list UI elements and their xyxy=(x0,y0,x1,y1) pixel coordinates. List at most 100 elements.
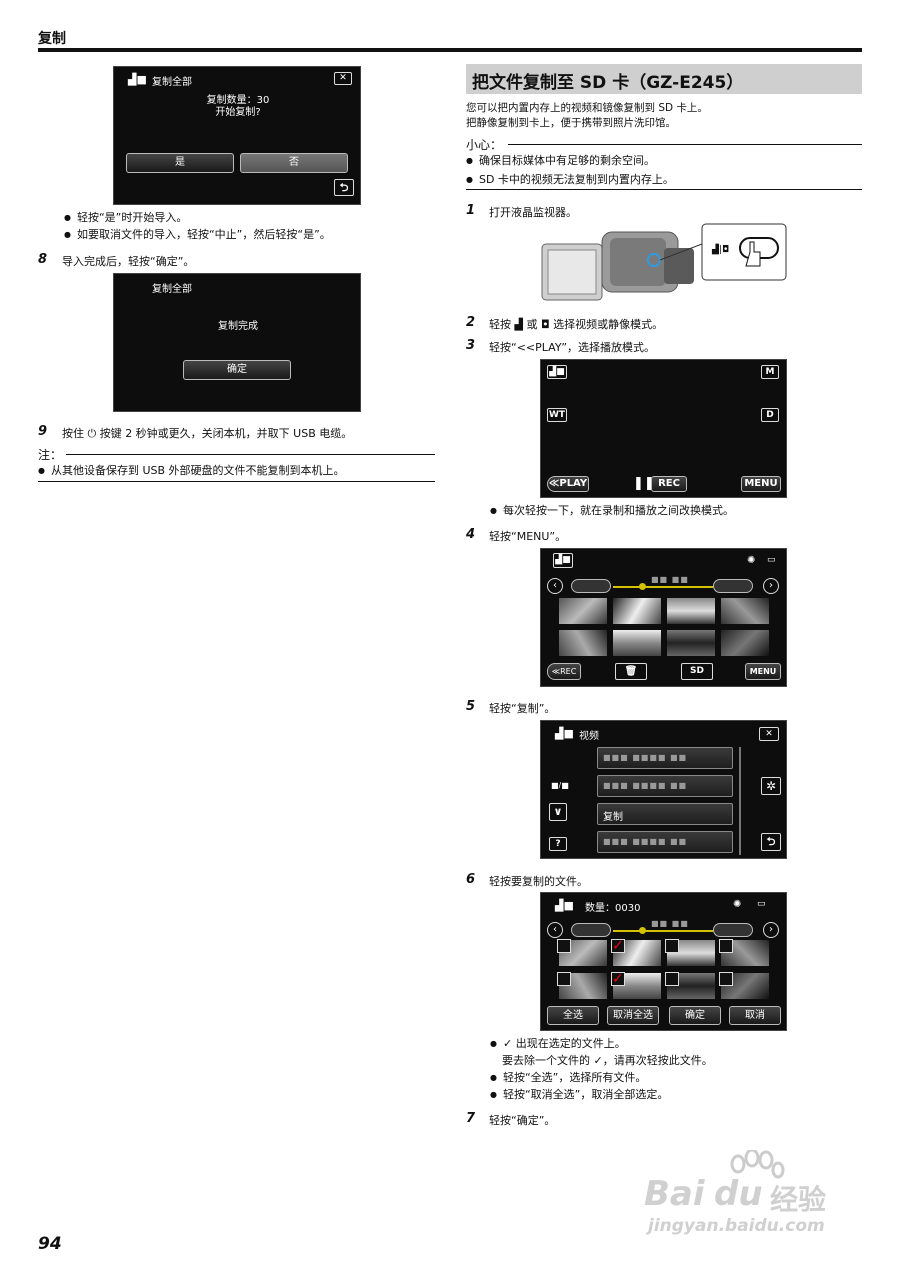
step-number: 5 xyxy=(466,699,476,714)
prev-icon[interactable]: ‹ xyxy=(547,922,563,938)
ok-button[interactable]: 确定 xyxy=(183,360,291,380)
sd-label: SD xyxy=(690,666,704,676)
step-number: 9 xyxy=(38,424,48,439)
menu-button[interactable]: MENU xyxy=(741,476,781,492)
record-mode-screen: ▟■ M WT D ≪PLAY ❚❚ REC MENU xyxy=(540,359,787,498)
sd-icon[interactable]: SD xyxy=(681,663,713,680)
caution-item: SD 卡中的视频无法复制到内置内存上。 xyxy=(466,172,674,189)
date-pill[interactable] xyxy=(713,923,753,937)
step-text: 导入完成后，轻按“确定”。 xyxy=(62,255,195,268)
next-icon[interactable]: › xyxy=(763,578,779,594)
screen-title: 复制全部 xyxy=(152,284,192,295)
close-icon[interactable]: ✕ xyxy=(759,727,779,741)
menu-button[interactable]: MENU xyxy=(745,663,781,680)
checkbox[interactable] xyxy=(557,972,571,986)
step-text: 轻按“MENU”。 xyxy=(489,530,567,543)
step-number: 8 xyxy=(38,252,48,267)
thumbnail[interactable] xyxy=(613,630,661,656)
copy-menu-item[interactable]: 复制 xyxy=(597,803,733,825)
date-label: ■■ ■■ xyxy=(651,919,689,928)
step-number: 1 xyxy=(466,203,476,218)
video-mode-icon[interactable]: ▟■ xyxy=(547,365,567,379)
checkbox-checked[interactable]: ✓ xyxy=(611,938,625,954)
video-menu-screen: ▟■ 视频 ✕ ■■■ ■■■■ ■■ ■/■ ■■■ ■■■■ ■■ ✲ ∨ … xyxy=(540,720,787,859)
selection-count: 数量：0030 xyxy=(585,903,641,914)
m-icon[interactable]: M xyxy=(761,365,779,379)
checkbox[interactable] xyxy=(719,939,733,953)
bullet-continuation: 要去除一个文件的 ✓，请再次轻按此文件。 xyxy=(502,1054,713,1067)
media-icon: ✺ xyxy=(747,555,756,566)
battery-icon: ▭ xyxy=(767,555,776,565)
select-all-button[interactable]: 全选 xyxy=(547,1006,599,1025)
note-rule xyxy=(66,454,435,455)
video-mode-icon[interactable]: ▟■ xyxy=(553,553,573,568)
wt-icon[interactable]: WT xyxy=(547,408,567,422)
checkbox-checked[interactable]: ✓ xyxy=(611,971,625,987)
yes-button[interactable]: 是 xyxy=(126,153,234,173)
checkbox[interactable] xyxy=(719,972,733,986)
checkbox[interactable] xyxy=(665,972,679,986)
date-label: ■■ ■■ xyxy=(651,575,689,584)
close-icon[interactable]: ✕ xyxy=(334,72,352,85)
bullet-item: 轻按“全选”，选择所有文件。 xyxy=(490,1070,646,1087)
d-icon[interactable]: D xyxy=(761,408,779,422)
back-icon[interactable]: ⮌ xyxy=(761,833,781,851)
help-icon[interactable]: ? xyxy=(549,837,567,851)
note-text: 从其他设备保存到 USB 外部硬盘的文件不能复制到本机上。 xyxy=(38,463,345,480)
page-number: 94 xyxy=(38,1234,62,1254)
step-number: 6 xyxy=(466,872,476,887)
pause-icon: ❚❚ xyxy=(633,476,655,491)
settings-icon[interactable]: ✲ xyxy=(761,777,781,795)
thumbnail[interactable] xyxy=(721,630,769,656)
watermark-text: 经验 xyxy=(770,1183,827,1216)
copy-complete-text: 复制完成 xyxy=(218,321,258,332)
date-pill[interactable] xyxy=(571,923,611,937)
step-text: 打开液晶监视器。 xyxy=(489,206,577,219)
rec-button[interactable]: REC xyxy=(651,476,687,492)
screen-title: 复制全部 xyxy=(152,77,192,88)
deselect-all-button[interactable]: 取消全选 xyxy=(607,1006,659,1025)
step-text: 轻按“确定”。 xyxy=(489,1114,556,1127)
no-button[interactable]: 否 xyxy=(240,153,348,173)
baidu-watermark-logo: Bai du 经验 xyxy=(644,1150,854,1220)
checkbox[interactable] xyxy=(665,939,679,953)
checkbox[interactable] xyxy=(557,939,571,953)
intro-text: 您可以把内置内存上的视频和镜像复制到 SD 卡上。 xyxy=(466,102,708,114)
bullet-item: 如要取消文件的导入，轻按“中止”，然后轻按“是”。 xyxy=(64,227,331,244)
step-number: 3 xyxy=(466,338,476,353)
ok-button[interactable]: 确定 xyxy=(669,1006,721,1025)
thumbnail[interactable] xyxy=(721,598,769,624)
scrollbar[interactable] xyxy=(739,747,741,855)
play-button[interactable]: ≪PLAY xyxy=(547,476,589,492)
thumbnail[interactable] xyxy=(559,630,607,656)
menu-item[interactable]: ■■■ ■■■■ ■■ xyxy=(597,747,733,769)
bullet-item: 轻按“取消全选”，取消全部选定。 xyxy=(490,1087,668,1104)
thumbnail[interactable] xyxy=(559,598,607,624)
cancel-button[interactable]: 取消 xyxy=(729,1006,781,1025)
back-icon[interactable]: ⮌ xyxy=(334,179,354,196)
copy-all-confirm-screen: ▟■ 复制全部 ✕ 复制数量：30 开始复制? 是 否 ⮌ xyxy=(113,66,361,205)
prev-icon[interactable]: ‹ xyxy=(547,578,563,594)
date-pill[interactable] xyxy=(713,579,753,593)
thumbnail[interactable] xyxy=(667,630,715,656)
next-icon[interactable]: › xyxy=(763,922,779,938)
page-indicator: ■/■ xyxy=(551,781,569,790)
menu-item[interactable]: ■■■ ■■■■ ■■ xyxy=(597,831,733,853)
chevron-down-icon[interactable]: ∨ xyxy=(549,803,567,821)
header-rule xyxy=(38,48,862,52)
thumbnail[interactable] xyxy=(613,598,661,624)
menu-item-label: ■■■ ■■■■ ■■ xyxy=(603,781,688,790)
watermark-text: Bai xyxy=(644,1174,705,1214)
menu-item[interactable]: ■■■ ■■■■ ■■ xyxy=(597,775,733,797)
timeline-dot xyxy=(639,583,646,590)
step-text: 轻按要复制的文件。 xyxy=(489,875,588,888)
thumbnail[interactable] xyxy=(667,598,715,624)
section-title: 把文件复制至 SD 卡（GZ-E245） xyxy=(466,64,862,94)
rec-button[interactable]: ≪REC xyxy=(547,663,581,680)
playback-index-screen: ▟■ ✺ ▭ ‹ ■■ ■■ › ≪REC 🗑 SD MENU xyxy=(540,548,787,687)
start-copy-text: 开始复制? xyxy=(215,107,261,118)
trash-icon[interactable]: 🗑 xyxy=(615,663,647,680)
caution-label: 小心： xyxy=(466,138,503,152)
date-pill[interactable] xyxy=(571,579,611,593)
step-text: 轻按 ▟ 或 ◘ 选择视频或静像模式。 xyxy=(489,318,664,331)
